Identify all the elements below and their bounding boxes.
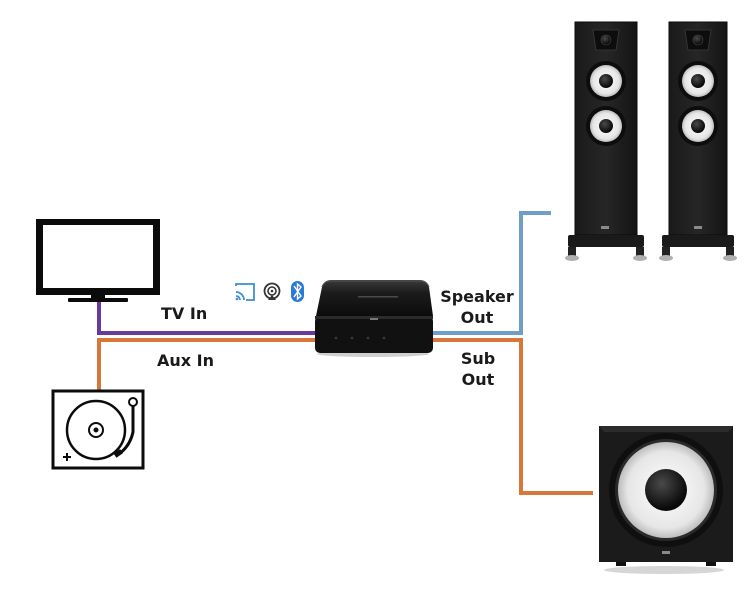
aux-in-cable	[97, 338, 318, 391]
speaker-out-cable	[432, 211, 551, 335]
sub-out-line2: Out	[461, 370, 495, 389]
midwoofer-bottom	[586, 106, 626, 146]
turntable-icon	[51, 389, 145, 470]
subwoofer	[599, 426, 733, 574]
sub-out-line1: Sub	[460, 349, 496, 368]
cables	[97, 211, 593, 495]
tv-icon	[36, 219, 160, 302]
midwoofer-top	[678, 61, 718, 101]
tv-in-cable	[97, 300, 318, 335]
cast-icon	[235, 283, 255, 301]
bluetooth-icon	[291, 281, 304, 302]
sub-out-cable	[432, 338, 593, 495]
midwoofer-top	[586, 61, 626, 101]
tv-in-label: TV In	[161, 304, 208, 323]
speaker-out-line2: Out	[460, 308, 494, 327]
floor-speaker-right	[659, 21, 737, 261]
tweeter	[684, 29, 712, 51]
speaker-out-line1: Speaker	[440, 287, 514, 306]
floor-speaker-left	[565, 21, 647, 261]
streamer-device	[315, 280, 433, 357]
airplay-icon	[263, 282, 281, 300]
sub-out-label: Sub Out	[452, 348, 504, 390]
tweeter	[592, 29, 620, 51]
aux-in-label: Aux In	[157, 351, 215, 370]
speaker-out-label: Speaker Out	[436, 286, 518, 328]
midwoofer-bottom	[678, 106, 718, 146]
